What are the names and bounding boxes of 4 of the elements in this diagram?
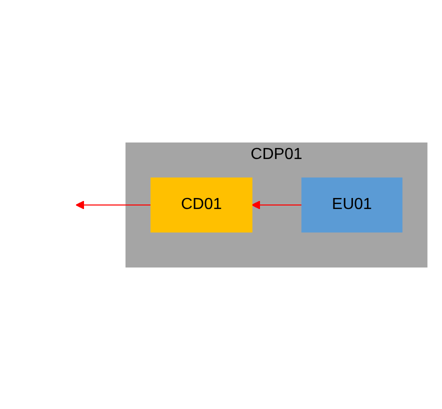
node-box: EU01 (300, 177, 402, 232)
node-box: CD01 (150, 177, 252, 232)
arrow (75, 200, 152, 209)
arrow (251, 200, 302, 209)
